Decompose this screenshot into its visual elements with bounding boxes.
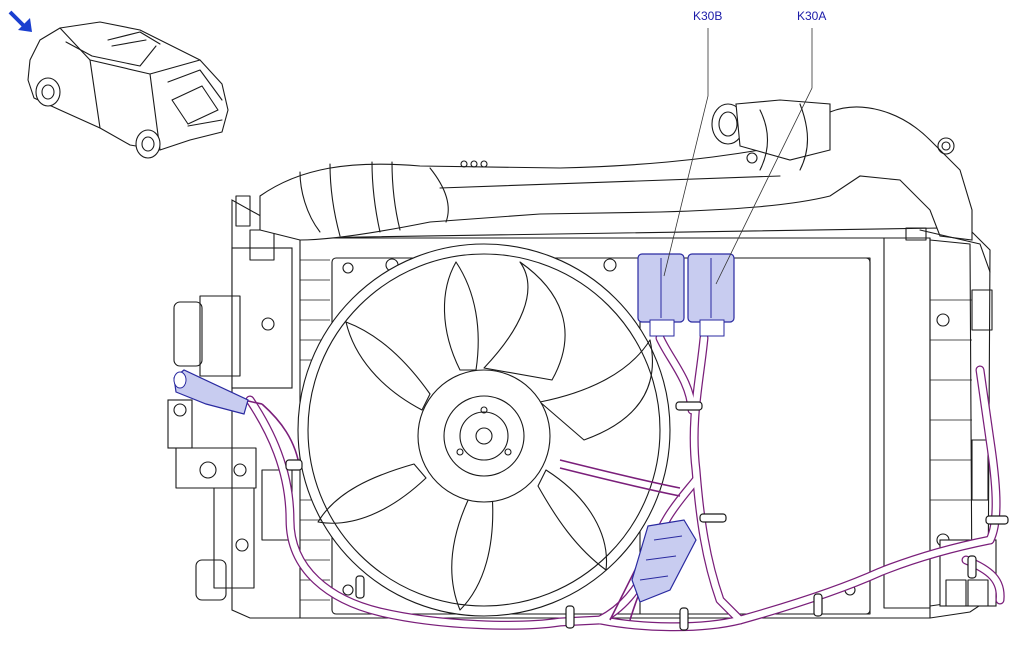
- label-k30a: K30A: [797, 9, 826, 23]
- connector-fan-motor: [631, 519, 697, 603]
- coolant-hose: [259, 99, 991, 273]
- connector-k30b: [637, 253, 685, 337]
- harness-clips: [285, 401, 1009, 631]
- label-k30b: K30B: [693, 9, 722, 23]
- connector-sensor: [173, 369, 249, 415]
- k30a-leader: [715, 28, 813, 285]
- cooling-fan: [297, 243, 671, 617]
- k30b-leader: [663, 28, 709, 277]
- vehicle-orientation-icon: [8, 10, 229, 159]
- view-direction-arrow-icon: [8, 10, 32, 32]
